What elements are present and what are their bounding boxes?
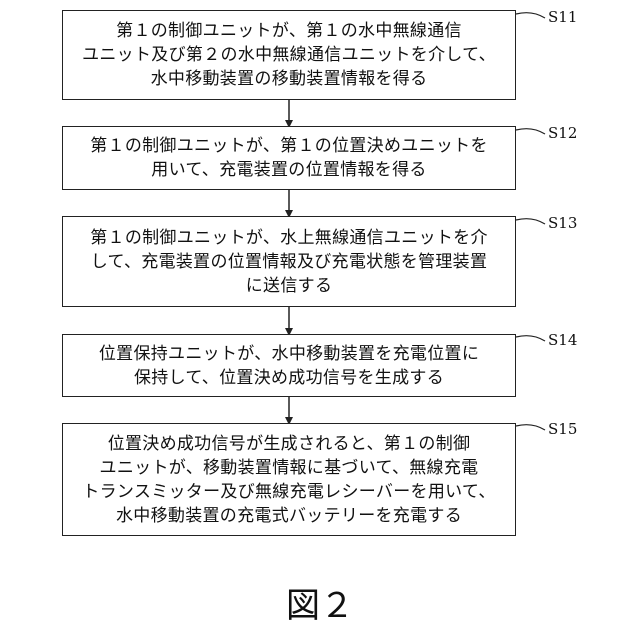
step-label-s11: S11 bbox=[548, 8, 577, 26]
step-text-s12: 第１の制御ユニットが、第１の位置決めユニットを 用いて、充電装置の位置情報を得る bbox=[90, 134, 488, 182]
leader-s13 bbox=[516, 219, 545, 224]
step-box-s15: 位置決め成功信号が生成されると、第１の制御 ユニットが、移動装置情報に基づいて、… bbox=[62, 423, 516, 536]
figure-caption: 図２ bbox=[0, 584, 640, 628]
step-label-s13: S13 bbox=[548, 214, 577, 232]
step-text-s13: 第１の制御ユニットが、水上無線通信ユニットを介 して、充電装置の位置情報及び充電… bbox=[90, 226, 488, 298]
step-box-s11: 第１の制御ユニットが、第１の水中無線通信 ユニット及び第２の水中無線通信ユニット… bbox=[62, 10, 516, 100]
step-text-s11: 第１の制御ユニットが、第１の水中無線通信 ユニット及び第２の水中無線通信ユニット… bbox=[82, 19, 496, 91]
step-box-s13: 第１の制御ユニットが、水上無線通信ユニットを介 して、充電装置の位置情報及び充電… bbox=[62, 216, 516, 307]
step-text-s15: 位置決め成功信号が生成されると、第１の制御 ユニットが、移動装置情報に基づいて、… bbox=[82, 432, 495, 528]
step-box-s14: 位置保持ユニットが、水中移動装置を充電位置に 保持して、位置決め成功信号を生成す… bbox=[62, 334, 516, 397]
step-label-s14: S14 bbox=[548, 331, 577, 349]
leader-s14 bbox=[516, 336, 545, 341]
step-box-s12: 第１の制御ユニットが、第１の位置決めユニットを 用いて、充電装置の位置情報を得る bbox=[62, 126, 516, 190]
leader-s11 bbox=[516, 13, 545, 18]
step-text-s14: 位置保持ユニットが、水中移動装置を充電位置に 保持して、位置決め成功信号を生成す… bbox=[99, 342, 479, 390]
leader-s15 bbox=[516, 425, 545, 430]
leader-s12 bbox=[516, 129, 545, 134]
step-label-s12: S12 bbox=[548, 124, 577, 142]
step-label-s15: S15 bbox=[548, 420, 577, 438]
